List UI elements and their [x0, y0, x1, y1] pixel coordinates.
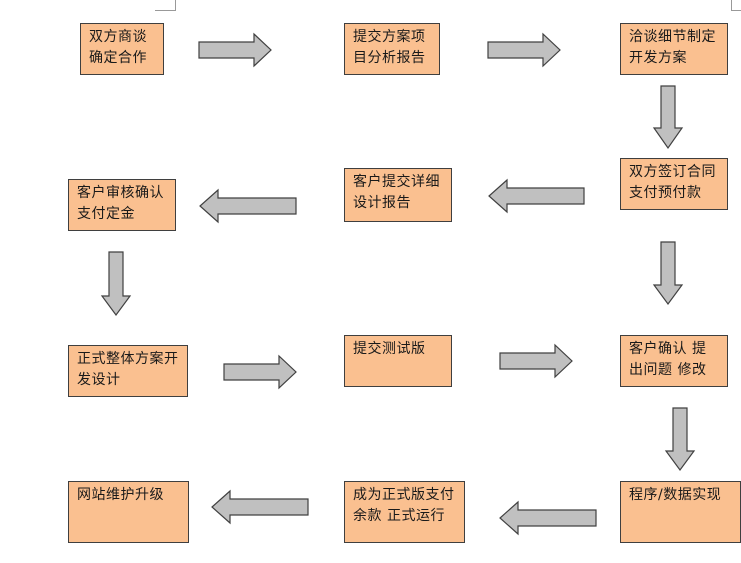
step-4-box: 双方签订合同支付预付款 [620, 158, 728, 210]
arrow-down-3 [100, 251, 132, 317]
step-6-box: 客户审核确认支付定金 [68, 179, 176, 231]
corner-mark-right [731, 0, 741, 11]
arrow-left-1 [488, 178, 585, 214]
arrow-down-4 [664, 407, 696, 472]
arrow-right-1 [198, 32, 272, 68]
arrow-down-2 [652, 241, 684, 306]
step-9-box: 客户确认 提出问题 修改 [620, 335, 728, 387]
arrow-left-2 [199, 188, 297, 224]
step-3-box: 洽谈细节制定开发方案 [620, 23, 728, 75]
step-11-box: 成为正式版支付余款 正式运行 [344, 481, 465, 543]
step-2-box: 提交方案项目分析报告 [344, 23, 440, 75]
step-8-box: 提交测试版 [344, 335, 452, 387]
arrow-left-4 [211, 489, 309, 525]
arrow-left-3 [499, 500, 597, 536]
corner-mark-left [155, 0, 176, 11]
step-10-box: 程序/数据实现 [620, 481, 741, 543]
arrow-right-2 [487, 32, 561, 68]
step-5-box: 客户提交详细设计报告 [344, 168, 452, 222]
step-1-box: 双方商谈确定合作 [80, 23, 164, 75]
arrow-right-4 [499, 343, 573, 379]
step-7-box: 正式整体方案开发设计 [68, 345, 188, 397]
step-12-box: 网站维护升级 [68, 481, 189, 543]
arrow-down-1 [652, 85, 684, 150]
arrow-right-3 [223, 354, 297, 390]
